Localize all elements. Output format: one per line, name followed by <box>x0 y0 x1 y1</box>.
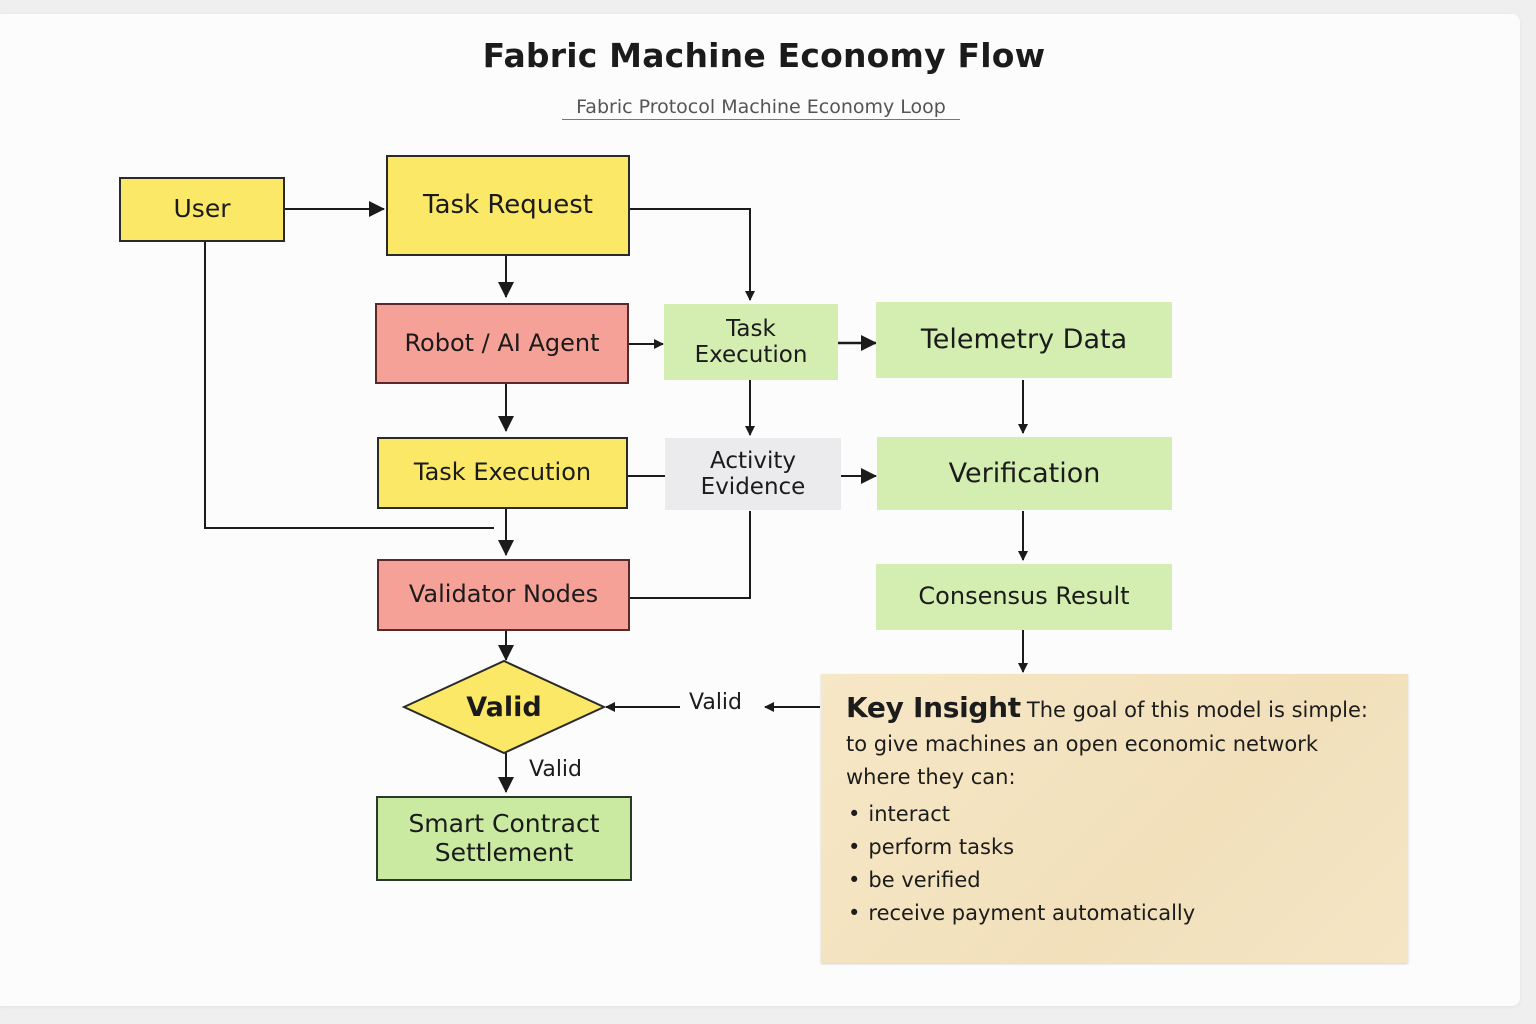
node-activity-evidence-label: Activity Evidence <box>700 447 806 500</box>
edge-label-valid-out: Valid <box>529 757 583 782</box>
node-telemetry-data[interactable]: Telemetry Data <box>876 302 1172 378</box>
node-activity-evidence[interactable]: Activity Evidence <box>665 438 841 510</box>
page-subtitle-link[interactable]: Fabric Protocol Machine Economy Loop <box>562 96 960 120</box>
node-task-request[interactable]: Task Request <box>386 155 630 256</box>
edge-label-valid-in: Valid <box>689 690 743 715</box>
node-consensus-result[interactable]: Consensus Result <box>876 564 1172 630</box>
key-insight-bullet: interact <box>846 798 1388 831</box>
node-user[interactable]: User <box>119 177 285 242</box>
node-valid-decision[interactable]: Valid <box>404 661 604 753</box>
node-robot-ai-agent-label: Robot / AI Agent <box>404 328 600 357</box>
node-verification[interactable]: Verification <box>877 437 1172 510</box>
node-task-execution-green-label: Task Execution <box>694 315 808 368</box>
node-task-execution-yellow[interactable]: Task Execution <box>377 437 628 509</box>
key-insight-body: to give machines an open economic networ… <box>846 732 1319 789</box>
page-title: Fabric Machine Economy Flow <box>482 36 1046 75</box>
key-insight-bullet: perform tasks <box>846 831 1388 864</box>
node-user-label: User <box>173 194 231 224</box>
node-consensus-result-label: Consensus Result <box>918 582 1130 611</box>
node-verification-label: Verification <box>948 457 1101 489</box>
node-task-execution-yellow-label: Task Execution <box>413 458 592 487</box>
node-valid-decision-label: Valid <box>466 691 542 723</box>
node-validator-nodes[interactable]: Validator Nodes <box>377 559 630 631</box>
key-insight-lead: The goal of this model is simple: <box>1026 698 1368 722</box>
node-telemetry-data-label: Telemetry Data <box>920 324 1128 356</box>
node-smart-contract-settlement[interactable]: Smart Contract Settlement <box>376 796 632 881</box>
node-task-execution-green[interactable]: Task Execution <box>664 304 838 380</box>
node-robot-ai-agent[interactable]: Robot / AI Agent <box>375 303 629 384</box>
node-smart-contract-settlement-label: Smart Contract Settlement <box>408 808 600 867</box>
key-insight-bullet: receive payment automatically <box>846 897 1388 930</box>
node-task-request-label: Task Request <box>423 189 593 220</box>
node-validator-nodes-label: Validator Nodes <box>408 580 599 609</box>
key-insight-bullet: be verified <box>846 864 1388 897</box>
key-insight-bullets: interact perform tasks be verified recei… <box>846 798 1388 930</box>
key-insight-heading: Key Insight <box>846 691 1021 724</box>
